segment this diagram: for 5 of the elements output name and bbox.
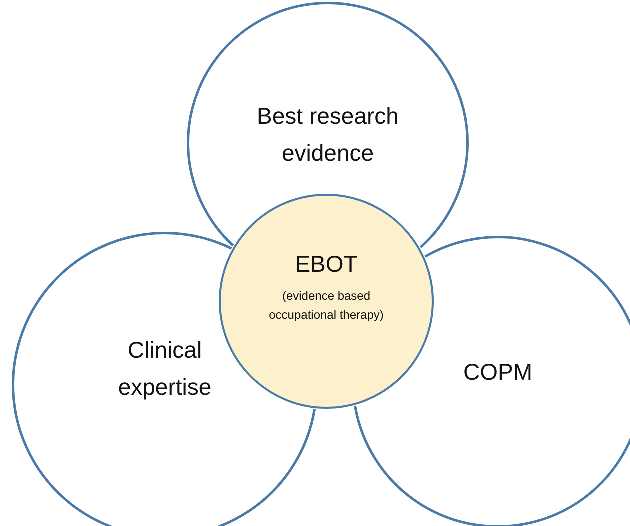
circle-label: COPM — [462, 358, 534, 387]
circle-label: EBOT — [295, 250, 358, 279]
circle-label: Best research evidence — [256, 102, 400, 168]
subtitle-text: (evidence based occupational therapy) — [268, 288, 385, 324]
circle-label: Clinical expertise — [117, 336, 213, 402]
